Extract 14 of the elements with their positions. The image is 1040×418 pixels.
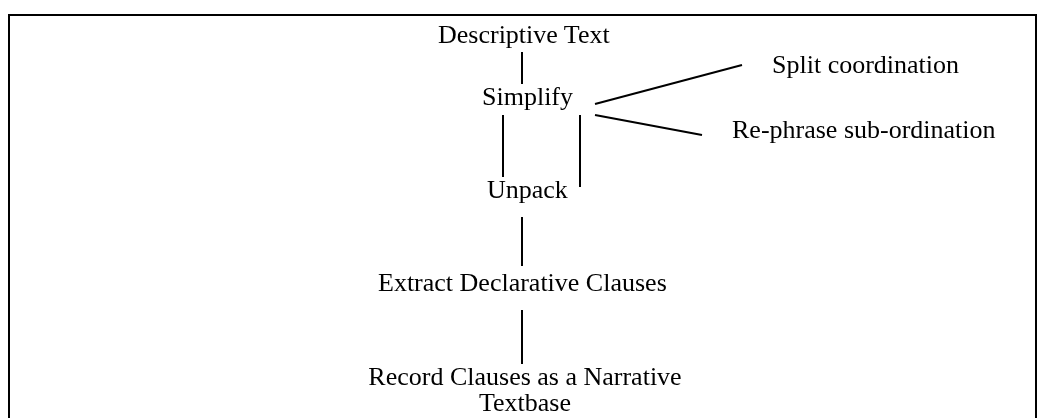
connector-line xyxy=(502,114,504,178)
process-step-label: Extract Declarative Clauses xyxy=(378,270,667,296)
connector-line xyxy=(579,114,581,188)
connector-line xyxy=(521,309,523,365)
process-step-label: Split coordination xyxy=(772,52,960,78)
connector-line xyxy=(521,51,523,85)
connector-line xyxy=(594,64,743,105)
connector-line xyxy=(521,216,523,267)
process-step-label: Descriptive Text xyxy=(438,22,610,48)
connector-line xyxy=(594,114,703,136)
process-step-label: Re-phrase sub-ordination xyxy=(732,117,996,143)
process-step-label: Unpack xyxy=(487,177,568,203)
process-step-label: Simplify xyxy=(482,84,573,110)
process-step-label: Record Clauses as a Narrative Textbase xyxy=(352,364,698,416)
